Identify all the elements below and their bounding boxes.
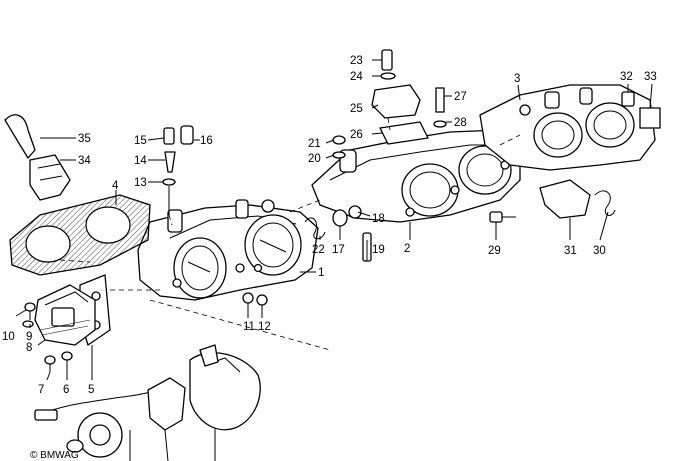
callout-16: 16 — [200, 135, 213, 147]
callout-15: 15 — [134, 135, 147, 147]
callout-8: 8 — [26, 342, 32, 354]
intake-manifold-left — [137, 199, 319, 301]
callout-3: 3 — [514, 73, 520, 85]
callout-10: 10 — [2, 331, 15, 343]
callout-25: 25 — [350, 103, 363, 115]
callout-6: 6 — [63, 384, 69, 396]
callout-4: 4 — [112, 180, 119, 192]
callout-12: 12 — [258, 321, 271, 333]
callout-11: 11 — [243, 321, 255, 333]
intake-manifold-rear — [479, 84, 656, 171]
assembly-guide-lines — [59, 117, 521, 351]
leader-lines — [15, 59, 653, 461]
callout-24: 24 — [350, 71, 363, 83]
mounting-screws — [22, 302, 73, 372]
callout-33: 33 — [644, 71, 657, 83]
callout-28: 28 — [454, 117, 467, 129]
callout-29: 29 — [488, 245, 501, 257]
throttle-linkage-parts — [489, 91, 661, 223]
top-bracket-assembly — [371, 49, 447, 145]
callout-30: 30 — [593, 245, 606, 257]
callout-27: 27 — [454, 91, 467, 103]
callout-26: 26 — [350, 129, 363, 141]
callout-7: 7 — [38, 384, 44, 396]
copyright-notice: © BMWAG — [30, 450, 79, 461]
callout-13: 13 — [134, 177, 147, 189]
callout-19: 19 — [372, 244, 385, 256]
callout-21: 21 — [308, 138, 321, 150]
callout-34: 34 — [78, 155, 91, 167]
callout-23: 23 — [350, 55, 363, 67]
throttle-position-switch — [34, 284, 96, 346]
callout-22: 22 — [312, 244, 325, 256]
callout-2: 2 — [404, 243, 410, 255]
callout-9: 9 — [26, 331, 32, 343]
callout-1: 1 — [318, 267, 324, 279]
manifold-gasket — [9, 194, 151, 276]
callout-14: 14 — [134, 155, 147, 167]
callout-35: 35 — [78, 133, 91, 145]
callout-18: 18 — [372, 213, 385, 225]
callout-17: 17 — [332, 244, 345, 256]
callout-20: 20 — [308, 153, 321, 165]
throttle-sensor-assembly — [34, 344, 261, 458]
callout-labels: 1 2 3 4 5 6 7 8 9 10 11 12 13 14 15 16 1… — [2, 55, 657, 396]
callout-5: 5 — [88, 384, 94, 396]
callout-31: 31 — [564, 245, 577, 257]
sensor-connector — [4, 114, 71, 201]
linkage-small-parts — [242, 135, 372, 306]
idle-screw-assembly — [162, 125, 194, 215]
callout-32: 32 — [620, 71, 633, 83]
